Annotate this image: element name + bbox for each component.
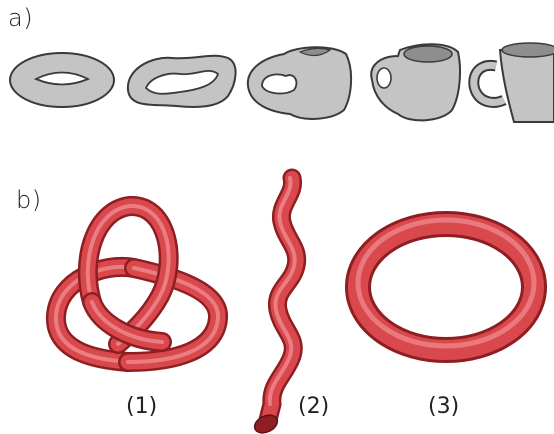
panel-a-label: a): [8, 4, 34, 32]
deformed-torus-shape: [126, 54, 237, 108]
torus-ring: [345, 211, 547, 363]
mug-forming-shape: [370, 43, 461, 122]
torus-shape: [9, 52, 115, 108]
coffee-mug-shape: [468, 42, 554, 123]
caption-3: (3): [428, 394, 460, 419]
wavy-tube: [253, 168, 307, 434]
pinched-blob-shape: [246, 46, 352, 120]
trefoil-knot: [46, 196, 228, 372]
caption-1: (1): [126, 394, 158, 419]
caption-2: (2): [298, 394, 330, 419]
panel-b-label: b): [16, 186, 42, 214]
